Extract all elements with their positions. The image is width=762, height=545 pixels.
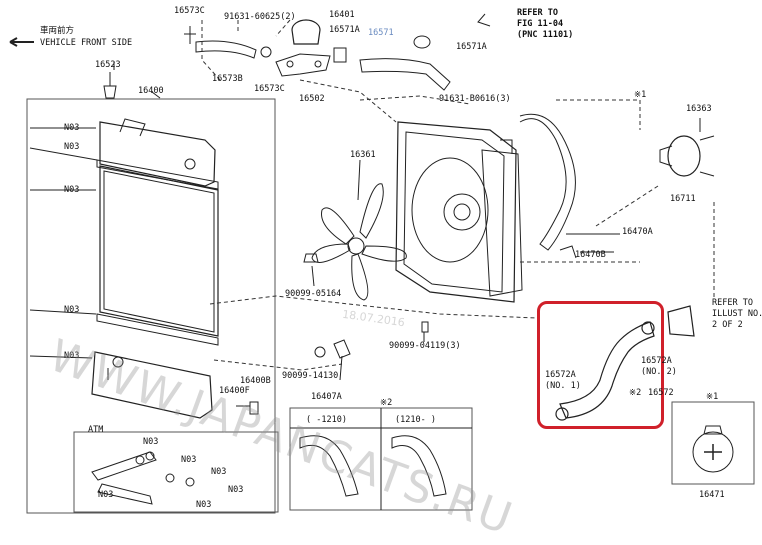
reservoir-tank (481, 149, 523, 297)
part-16572A-no2: (NO. 2) (641, 367, 677, 377)
part-90099-14130[interactable]: 90099-14130 (282, 371, 339, 381)
overflow-hose-16470A (519, 113, 576, 251)
part-16400F[interactable]: 16400F (219, 386, 250, 396)
radiator-group-frame (26, 98, 276, 514)
star2-marker-hose: ※2 (629, 388, 642, 398)
part-16572[interactable]: 16572 (648, 388, 674, 398)
refer-fig-label[interactable]: FIG 11-04 (517, 19, 564, 29)
n03-label-atm-4[interactable]: N03 (228, 485, 244, 495)
hose-16571 (359, 58, 451, 91)
cap-16471-box (671, 401, 755, 485)
range-before-1210: ( -1210) (306, 415, 347, 425)
fan-shroud (395, 121, 517, 303)
part-16573C-mid[interactable]: 16573C (254, 84, 285, 94)
parts-diagram: 車両前方 VEHICLE FRONT SIDE REFER TO FIG 11-… (9, 6, 762, 545)
part-16523[interactable]: 16523 (95, 60, 121, 70)
star1-marker-top: ※1 (634, 90, 647, 100)
front-label-en: VEHICLE FRONT SIDE (40, 38, 133, 48)
vehicle-front-arrow-icon (9, 37, 34, 47)
part-16571[interactable]: 16571 (368, 28, 394, 38)
star2-marker-box: ※2 (380, 398, 393, 408)
refer-illust-3[interactable]: 2 OF 2 (712, 320, 743, 330)
n03-label-2[interactable]: N03 (64, 142, 80, 152)
refer-pnc-label[interactable]: (PNC 11101) (517, 30, 574, 40)
n03-label-atm-1[interactable]: N03 (143, 437, 159, 447)
atm-label: ATM (88, 425, 104, 435)
radiator-upper-tank (99, 121, 216, 187)
part-16711[interactable]: 16711 (670, 194, 696, 204)
radiator-lower-tank (91, 351, 213, 419)
outlet-16502 (275, 53, 331, 77)
part-16363[interactable]: 16363 (686, 104, 712, 114)
refer-to-label[interactable]: REFER TO (517, 8, 558, 18)
part-16400B[interactable]: 16400B (240, 376, 271, 386)
highlight-16572-group (537, 301, 664, 429)
upper-hose-16573B (195, 40, 257, 59)
part-16572A-right[interactable]: 16572A (641, 356, 672, 366)
part-91631-B0616[interactable]: 91631-B0616(3) (439, 94, 511, 104)
star1-marker-cap: ※1 (706, 392, 719, 402)
radiator-core (99, 165, 219, 337)
diagram-line-art (9, 13, 755, 514)
part-16502[interactable]: 16502 (299, 94, 325, 104)
n03-label-1[interactable]: N03 (64, 123, 80, 133)
part-16471[interactable]: 16471 (699, 490, 725, 500)
part-16470A[interactable]: 16470A (622, 227, 653, 237)
part-16572A-left[interactable]: 16572A (545, 370, 576, 380)
n03-label-atm-6[interactable]: N03 (196, 500, 212, 510)
part-16571A-left[interactable]: 16571A (329, 25, 360, 35)
fan-blades-16361 (311, 183, 407, 301)
part-16401[interactable]: 16401 (329, 10, 355, 20)
part-16573B[interactable]: 16573B (212, 74, 243, 84)
n03-label-4[interactable]: N03 (64, 305, 80, 315)
cap-16401 (291, 19, 321, 45)
refer-illust-2[interactable]: ILLUST NO. (712, 309, 762, 319)
n03-label-atm-3[interactable]: N03 (211, 467, 227, 477)
upper-seal (96, 159, 219, 190)
fan-motor-16363 (667, 135, 701, 177)
part-16361[interactable]: 16361 (350, 150, 376, 160)
lower-seal (96, 313, 219, 346)
part-16400[interactable]: 16400 (138, 86, 164, 96)
n03-label-atm-5[interactable]: N03 (98, 490, 114, 500)
refer-illust-1[interactable]: REFER TO (712, 298, 753, 308)
front-label-jp: 車両前方 (40, 26, 75, 36)
n03-label-atm-2[interactable]: N03 (181, 455, 197, 465)
hose-16572-drawing (555, 305, 695, 421)
n03-label-3[interactable]: N03 (64, 185, 80, 195)
part-16572A-no1: (NO. 1) (545, 381, 581, 391)
part-90099-04119[interactable]: 90099-04119(3) (389, 341, 461, 351)
n03-label-5[interactable]: N03 (64, 351, 80, 361)
part-16573C-top[interactable]: 16573C (174, 6, 205, 16)
part-90099-05164[interactable]: 90099-05164 (285, 289, 342, 299)
part-91631-60625[interactable]: 91631-60625(2) (224, 12, 296, 22)
oil-cooler-pipe (91, 451, 157, 481)
part-16571A-right[interactable]: 16571A (456, 42, 487, 52)
atm-group-box (73, 431, 279, 513)
fan-motor (443, 193, 481, 231)
range-after-1210: (1210- ) (395, 415, 436, 425)
part-16470B[interactable]: 16470B (575, 250, 606, 260)
part-16407A[interactable]: 16407A (311, 392, 342, 402)
